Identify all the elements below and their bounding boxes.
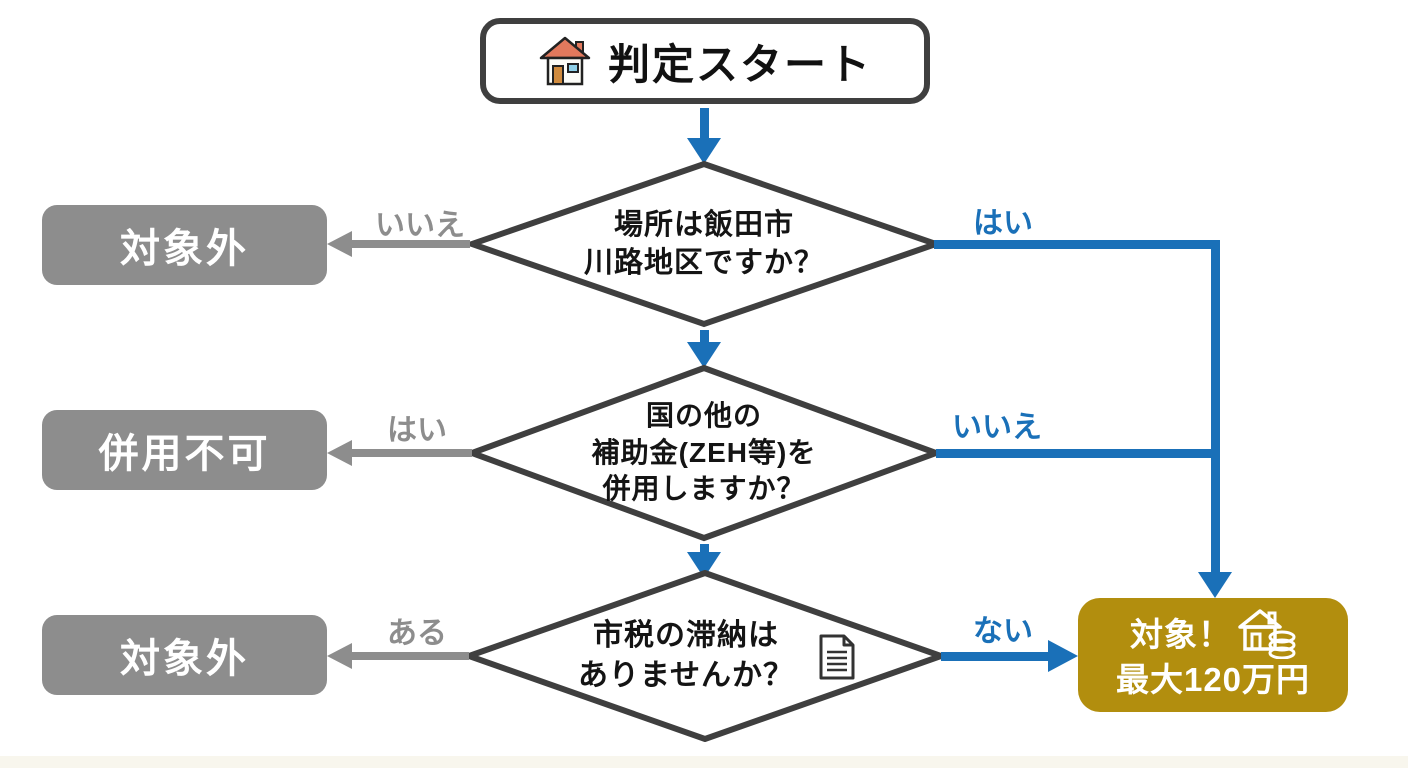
line-decision1-yes [934,240,1220,249]
arrowhead-left-icon [327,231,352,257]
start-label: 判定スタート [607,40,872,88]
decision1-yes-label: はい [973,207,1033,240]
document-icon [819,634,855,680]
outcome1-label: 対象外 [120,227,249,271]
decision3-none-label: ない [973,615,1033,648]
arrow-decision2-yes [350,449,472,457]
result-row1: 対象！ [1130,609,1296,660]
outcome2-label: 併用不可 [98,432,271,476]
arrowhead-down-icon [687,342,721,368]
result-row2: 最大120万円 [1116,659,1310,700]
start-node: 判定スタート [480,18,930,104]
decision2-line3: 併用しますか？ [602,473,806,505]
decision3-line2: ありませんか？ [577,659,795,692]
arrow-decision3-none [941,652,1049,661]
result-line2: 最大120万円 [1115,661,1311,699]
outcome3-box: 対象外 [42,615,327,695]
arrow-decision3-have [350,652,469,660]
house-icon [539,36,591,86]
outcome2-box: 併用不可 [42,410,327,490]
arrow-decision2-to-decision3 [700,544,709,554]
arrowhead-left-icon [327,643,352,669]
line-yes-vertical [1211,240,1220,574]
decision3-text: 市税の滞納は ありませんか？ [466,570,906,742]
decision2-diamond [468,364,940,542]
decision2-line1: 国の他の [645,399,762,431]
decision2-line2: 補助金(ZEH等)を [591,436,817,468]
arrow-start-to-decision1 [700,108,709,140]
arrow-decision1-no [350,240,470,248]
arrowhead-down-icon [687,138,721,164]
decision3-line1: 市税の滞納は [593,619,779,653]
decision1-text: 場所は飯田市 川路地区ですか？ [468,160,940,328]
arrow-decision1-to-decision2 [700,330,709,344]
arrowhead-left-icon [327,440,352,466]
line-decision2-no [936,449,1211,458]
decision3-diamond [466,570,944,742]
bottom-strip [0,756,1408,768]
arrowhead-right-icon [1048,640,1078,672]
outcome3-label: 対象外 [120,637,249,681]
result-box: 対象！ 最大120万円 [1078,598,1348,712]
decision1-no-label: いいえ [375,209,465,242]
decision1-line2: 川路地区ですか？ [583,247,824,279]
decision3-have-label: ある [387,617,447,650]
result-line1: 対象！ [1130,615,1232,653]
outcome1-box: 対象外 [42,205,327,285]
decision2-yes-label: はい [387,414,447,447]
decision2-no-label: いいえ [952,411,1042,444]
decision2-text: 国の他の 補助金(ZEH等)を 併用しますか？ [468,364,940,542]
arrowhead-down-icon [1198,572,1232,598]
decision1-diamond [468,160,940,328]
house-coins-icon [1238,609,1296,660]
decision1-line1: 場所は飯田市 [613,208,794,241]
